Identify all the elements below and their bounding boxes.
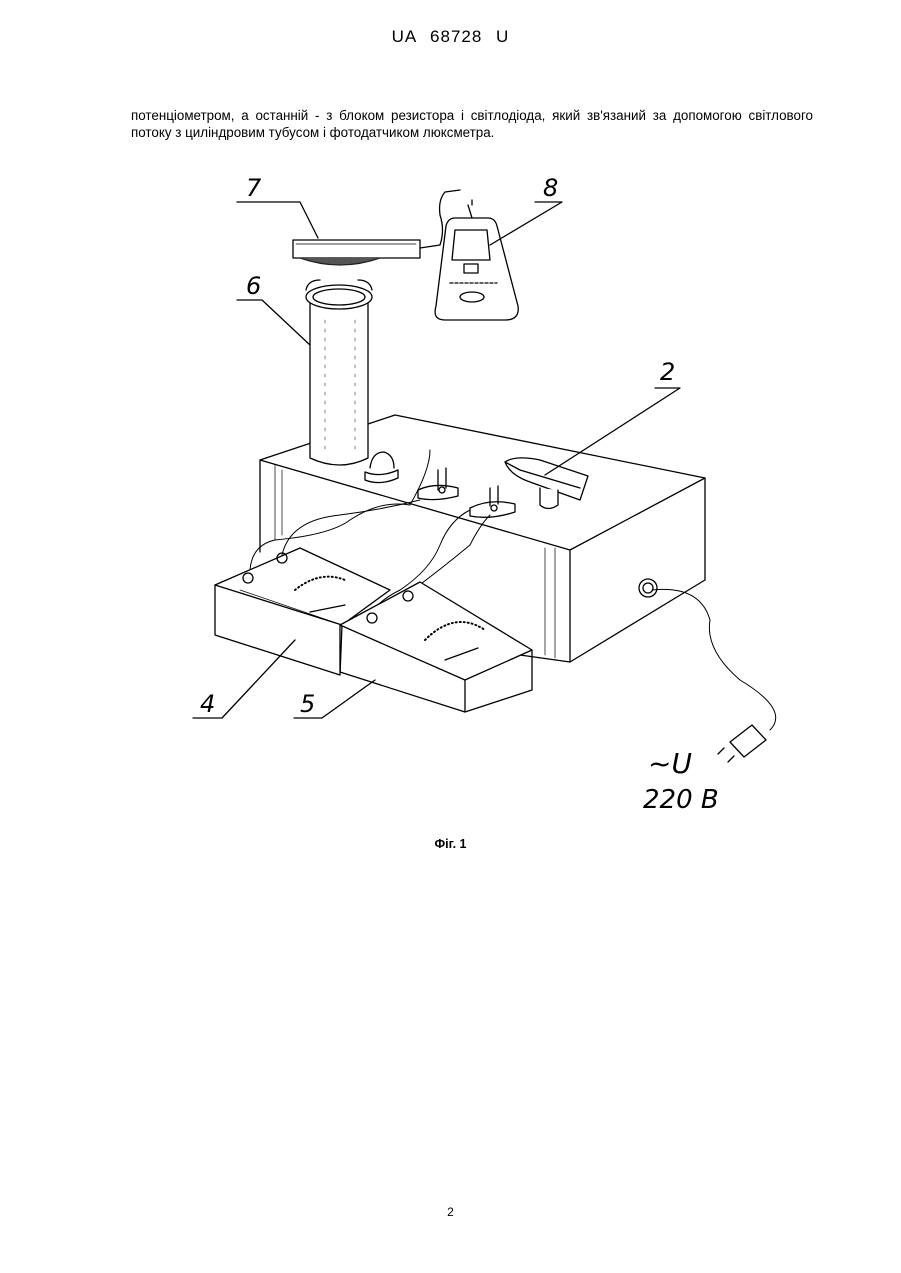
label-5: 5 <box>300 690 315 718</box>
luxmeter <box>435 200 518 320</box>
label-6: 6 <box>246 272 261 300</box>
cylindrical-tube <box>306 280 372 465</box>
label-4: 4 <box>200 690 215 718</box>
voltage-symbol: ~U <box>648 747 692 780</box>
body-paragraph: потенціометром, а останній - з блоком ре… <box>131 107 813 141</box>
label-7: 7 <box>246 174 262 202</box>
label-2: 2 <box>660 358 675 386</box>
voltage-value: 220 B <box>643 785 719 815</box>
figure-1-drawing: 7 8 6 2 4 5 ~U 220 B <box>180 165 800 825</box>
photo-sensor <box>293 190 460 265</box>
label-8: 8 <box>543 174 558 202</box>
power-cord <box>639 579 776 762</box>
figure-caption: Фіг. 1 <box>0 837 901 851</box>
page-number: 2 <box>0 1205 901 1219</box>
patent-header: UA 68728 U <box>0 27 901 47</box>
